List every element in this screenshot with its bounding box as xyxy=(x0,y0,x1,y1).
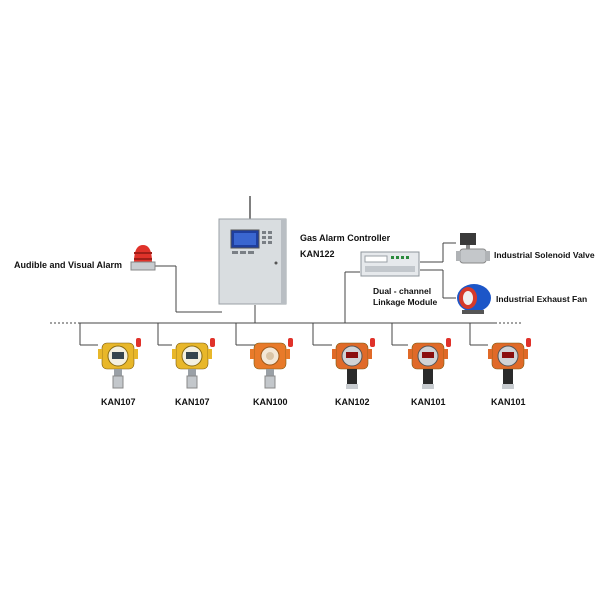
controller-name-label: Gas Alarm Controller xyxy=(300,233,391,243)
detector-beacon xyxy=(526,338,531,347)
detector-model-label: KAN107 xyxy=(175,397,210,407)
detector-beacon xyxy=(288,338,293,347)
detector-sensor xyxy=(186,375,198,389)
valve-coil xyxy=(460,233,476,245)
controller-model-label: KAN122 xyxy=(300,249,335,259)
detector-sensor xyxy=(503,369,513,389)
detector-sensor xyxy=(347,369,357,389)
detector-model-label: KAN100 xyxy=(253,397,288,407)
audible-visual-alarm-label: Audible and Visual Alarm xyxy=(14,260,123,270)
detector-beacon xyxy=(136,338,141,347)
alarm-base xyxy=(130,261,156,271)
valve-body xyxy=(459,248,487,264)
linkage-module-device xyxy=(360,251,420,277)
gas-detector xyxy=(250,338,293,389)
detector-beacon xyxy=(370,338,375,347)
detector-model-label: KAN101 xyxy=(411,397,446,407)
solenoid-valve-label: Industrial Solenoid Valve xyxy=(494,250,595,260)
controller-lock xyxy=(274,261,278,265)
gas-alarm-controller xyxy=(218,196,287,305)
detector-model-label: KAN102 xyxy=(335,397,370,407)
gas-detector xyxy=(98,338,141,389)
solenoid-valve-device xyxy=(456,233,490,264)
linkage-module-label-line1: Dual - channel xyxy=(373,286,432,296)
gas-detector xyxy=(172,338,215,389)
detector-row xyxy=(98,338,531,389)
controller-keypad xyxy=(232,231,272,254)
exhaust-fan-device xyxy=(457,284,491,314)
detector-model-label: KAN107 xyxy=(101,397,136,407)
gas-detector xyxy=(488,338,531,389)
gas-detector xyxy=(408,338,451,389)
detector-sensor xyxy=(264,375,276,389)
detector-sensor xyxy=(112,375,124,389)
detector-model-label: KAN101 xyxy=(491,397,526,407)
wiring xyxy=(50,242,522,346)
detector-beacon xyxy=(446,338,451,347)
audible-visual-alarm-device xyxy=(130,245,156,271)
gas-detector xyxy=(332,338,375,389)
exhaust-fan-label: Industrial Exhaust Fan xyxy=(496,294,588,304)
detector-beacon xyxy=(210,338,215,347)
detector-sensor xyxy=(423,369,433,389)
linkage-module-label-line2: Linkage Module xyxy=(373,297,438,307)
controller-side xyxy=(281,219,286,304)
